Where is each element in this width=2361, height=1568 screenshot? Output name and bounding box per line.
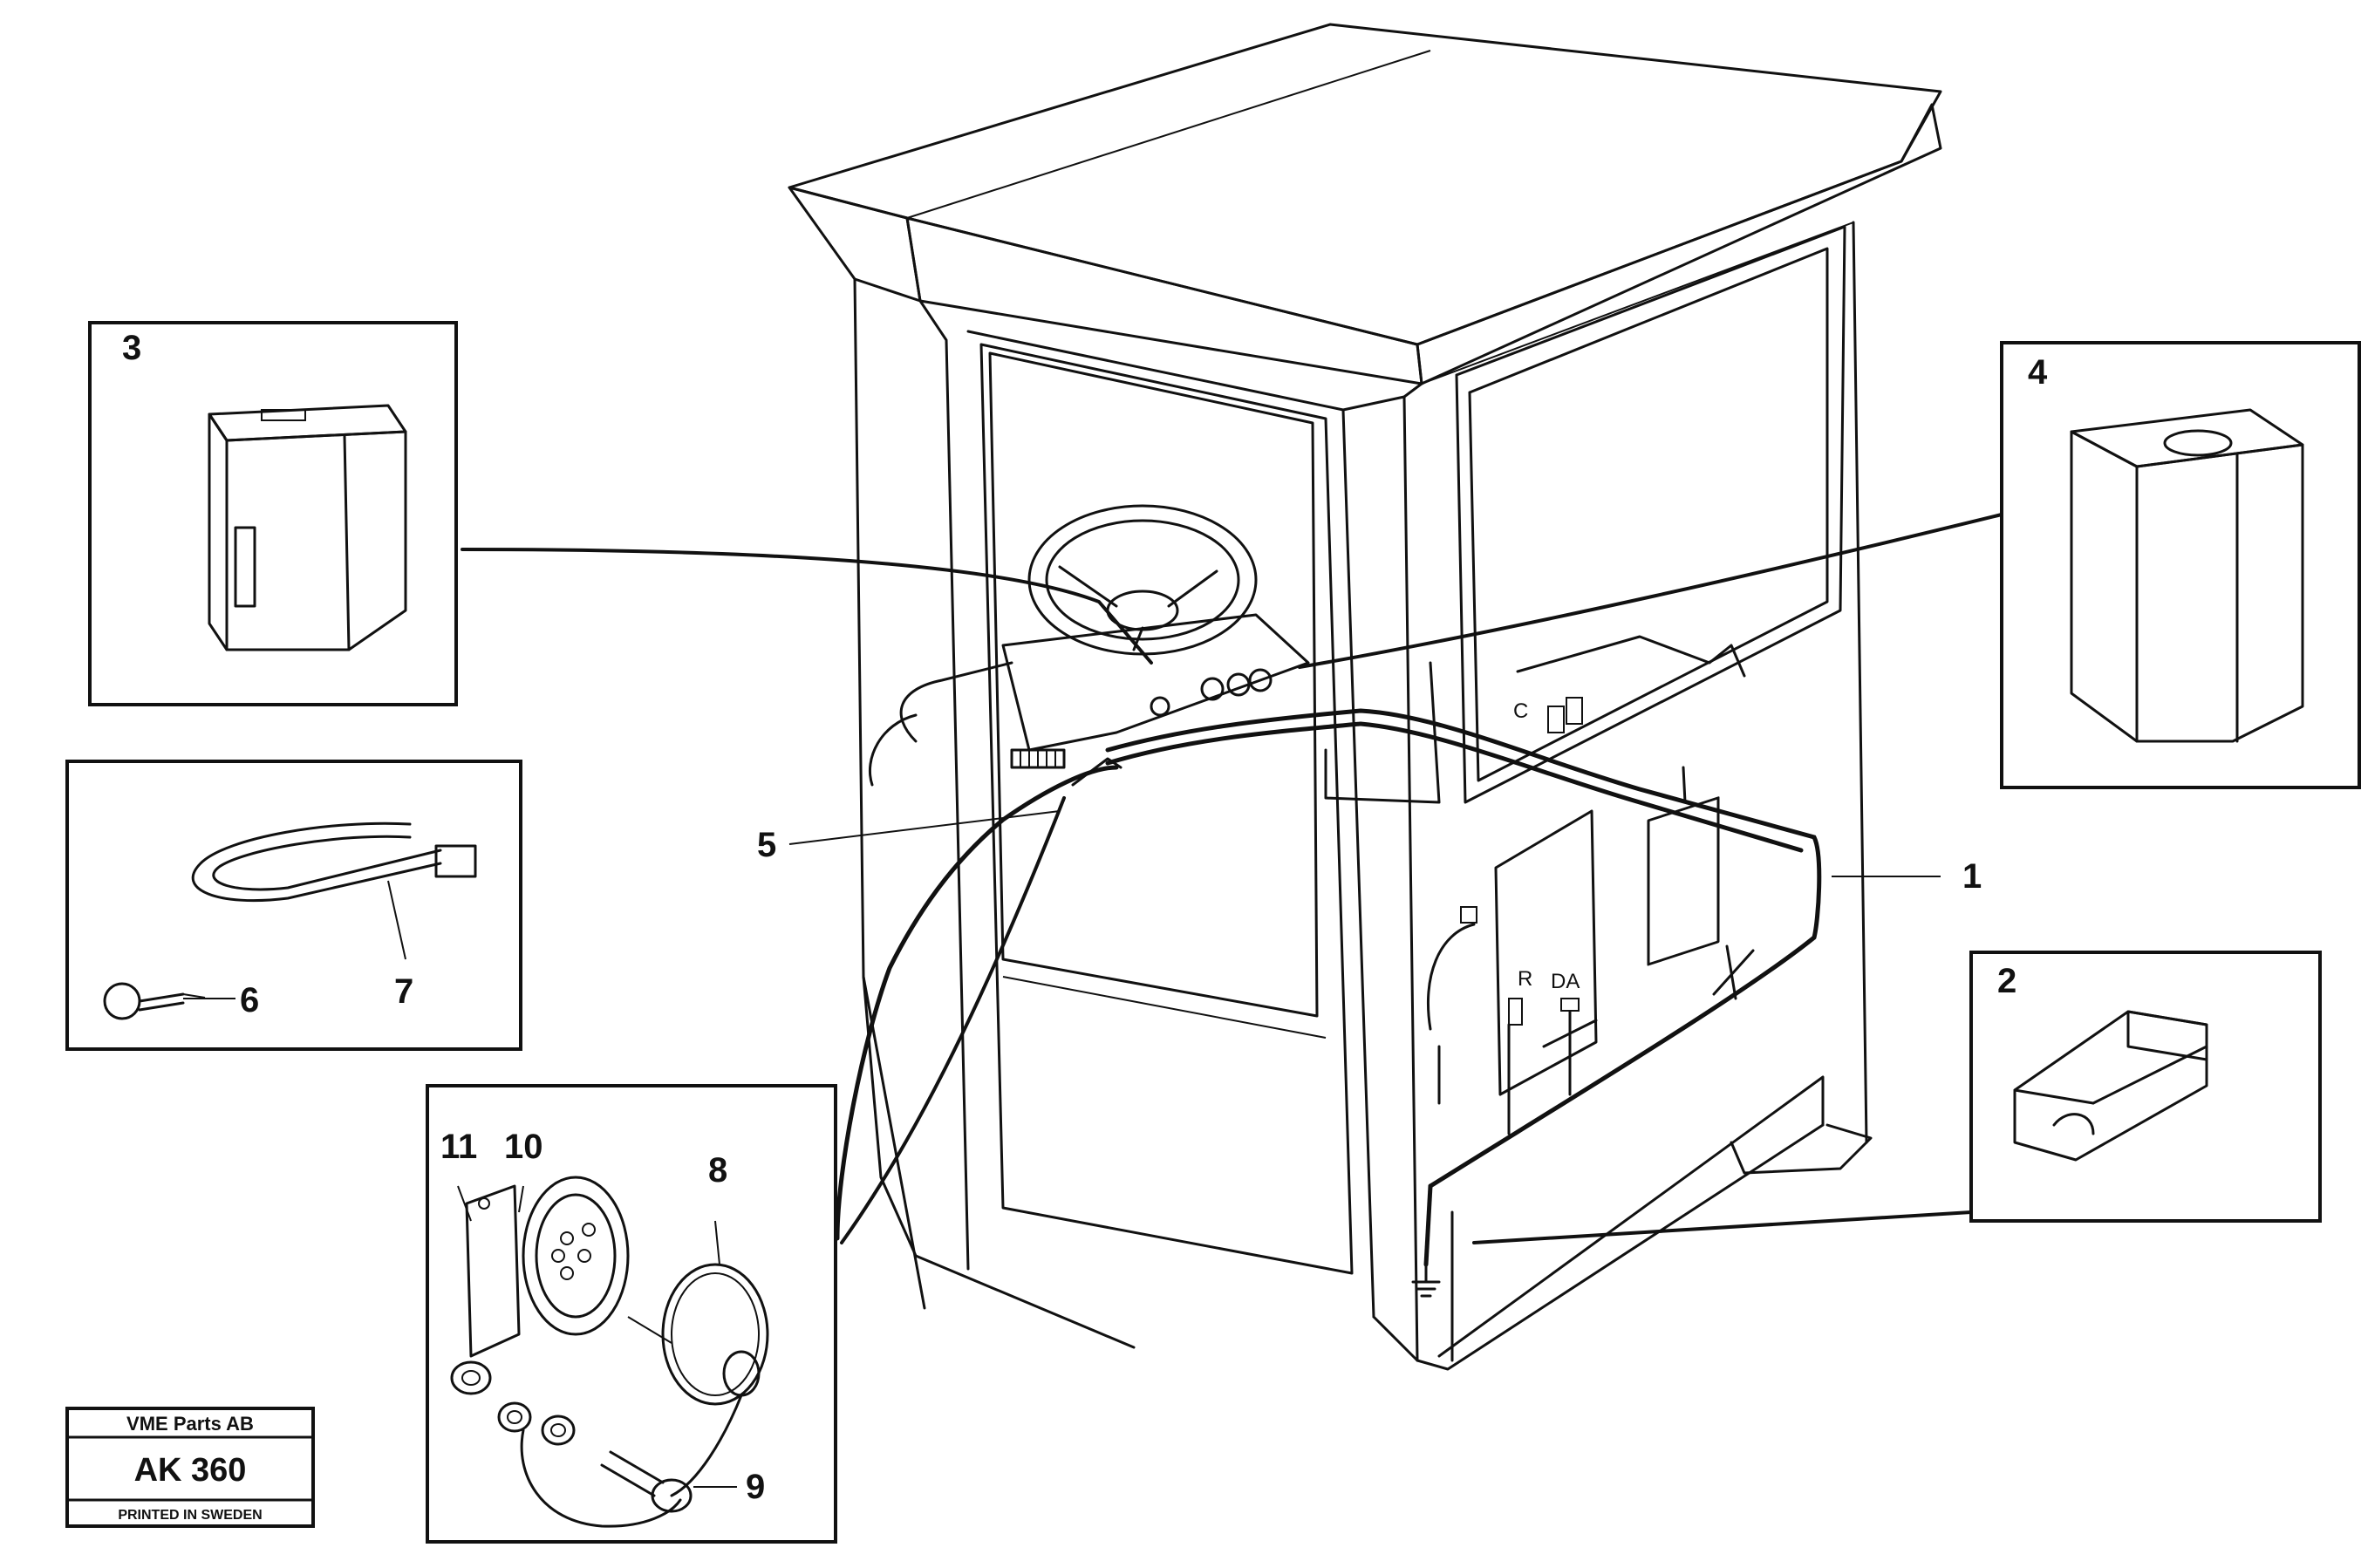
leader-lines	[461, 513, 2003, 1244]
stamp-company: VME Parts AB	[126, 1413, 254, 1435]
cable-tie-icon	[191, 821, 477, 903]
callout-1: 1	[1962, 857, 1982, 896]
screw-icon	[103, 982, 206, 1020]
callout-10: 10	[504, 1128, 543, 1166]
washers-icon	[450, 1360, 576, 1446]
ground-symbol	[1411, 1263, 1441, 1298]
panel-label-r: R	[1518, 967, 1532, 991]
panel-label-da: DA	[1551, 970, 1580, 993]
callout-6: 6	[240, 981, 259, 1019]
steering-wheel	[1027, 504, 1258, 656]
callout-3: 3	[122, 329, 141, 367]
cable-harness	[835, 708, 1822, 1267]
detail-box-3: 3	[88, 321, 458, 706]
dashboard-panel	[1001, 613, 1310, 787]
stamp-code: AK 360	[134, 1452, 247, 1489]
callout-7: 7	[394, 972, 413, 1011]
stamp-printed: PRINTED IN SWEDEN	[118, 1508, 262, 1523]
detail-box-7: 6 7	[65, 760, 522, 1051]
socket-icon	[522, 1176, 630, 1336]
cap-icon	[661, 1263, 769, 1497]
connector-block-icon	[2013, 1010, 2208, 1162]
callout-11: 11	[440, 1128, 477, 1166]
callout-4: 4	[2028, 353, 2048, 392]
publisher-stamp: VME Parts AB AK 360 PRINTED IN SWEDEN	[65, 1407, 315, 1528]
callout-5: 5	[757, 826, 776, 864]
detail-box-2: 2	[1969, 951, 2322, 1223]
detail-box-8-11: 11 10 8 9	[426, 1084, 837, 1544]
electrical-panel: R DA C	[1460, 697, 1720, 1096]
bolt-icon	[520, 1428, 693, 1528]
relay-icon	[208, 404, 407, 651]
cab-body	[788, 23, 1942, 1371]
callout-8: 8	[708, 1151, 727, 1190]
socket-plate-icon	[465, 1184, 521, 1358]
panel-label-c: C	[1513, 699, 1528, 723]
callout-2: 2	[1997, 962, 2016, 1000]
callout-9: 9	[746, 1468, 765, 1506]
relay-cover-icon	[2070, 408, 2304, 743]
detail-box-4: 4	[2000, 341, 2361, 789]
